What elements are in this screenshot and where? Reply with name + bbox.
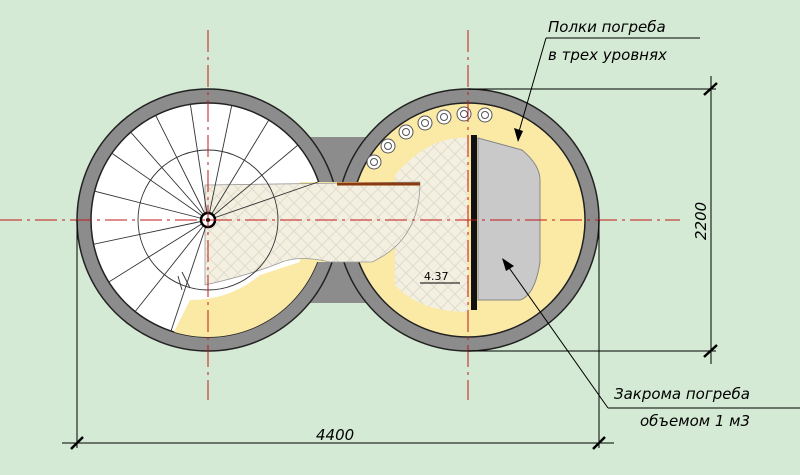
level-mark: 4.37 <box>424 270 449 283</box>
storage-bin <box>477 137 541 301</box>
center-axes <box>0 30 680 400</box>
leader-lines <box>420 37 800 409</box>
bins-label-line1: Закрома погреба <box>614 385 750 403</box>
shelves-label-line2: в трех уровнях <box>548 46 667 64</box>
spiral-staircase <box>91 103 319 335</box>
bin-partition <box>471 135 477 310</box>
shelves-label-line1: Полки погреба <box>548 18 666 36</box>
width-dimension: 4400 <box>316 426 354 444</box>
dimension-lines <box>62 76 718 450</box>
central-floor <box>204 181 421 286</box>
height-dimension: 2200 <box>692 202 710 240</box>
shelf-jars <box>366 106 493 170</box>
bins-label-line2: объемом 1 м3 <box>640 412 750 430</box>
